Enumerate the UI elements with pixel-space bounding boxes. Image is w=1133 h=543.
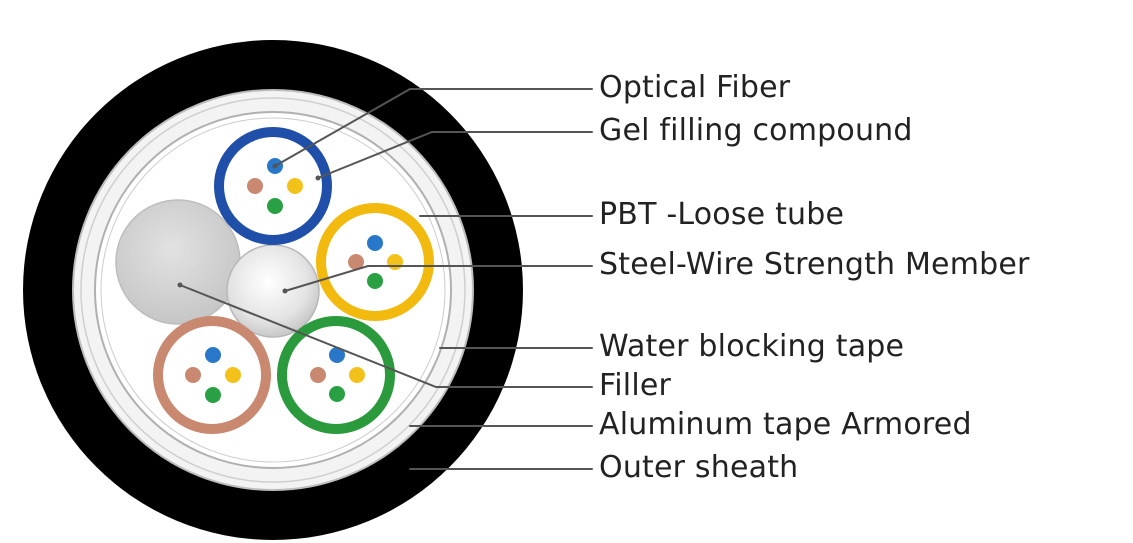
- label-steel-wire-strength-member: Steel-Wire Strength Member: [599, 247, 1030, 282]
- loose-tube-yellow: [316, 203, 434, 321]
- fiber-blue: [205, 347, 221, 363]
- loose-tube-blue: [214, 127, 332, 245]
- label-water-blocking-tape: Water blocking tape: [599, 329, 905, 364]
- fiber-yellow: [287, 178, 303, 194]
- fiber-brown: [310, 367, 326, 383]
- label-filler: Filler: [599, 368, 672, 403]
- label-optical-fiber: Optical Fiber: [599, 70, 791, 105]
- water-blocking-tape-inner-edge: [100, 117, 446, 463]
- label-aluminum-tape-armored: Aluminum tape Armored: [599, 407, 972, 442]
- leader-line-gel-filling-compound: [317, 131, 593, 179]
- fiber-brown: [348, 254, 364, 270]
- loose-tube-brown: [153, 316, 271, 434]
- fiber-green: [329, 386, 345, 402]
- fiber-blue: [367, 235, 383, 251]
- fiber-green: [205, 387, 221, 403]
- fiber-green: [267, 198, 283, 214]
- leader-line-optical-fiber: [274, 88, 593, 167]
- fiber-blue: [329, 347, 345, 363]
- filler-circle: [115, 199, 241, 325]
- leader-line-filler: [179, 284, 593, 388]
- fiber-green: [367, 273, 383, 289]
- loose-tube-green: [277, 316, 395, 434]
- fiber-yellow: [387, 254, 403, 270]
- steel-wire-strength-member: [226, 244, 320, 338]
- leader-line-steel-wire: [284, 265, 593, 292]
- fiber-yellow: [225, 367, 241, 383]
- label-pbt-loose-tube: PBT -Loose tube: [599, 197, 845, 232]
- label-outer-sheath: Outer sheath: [599, 450, 799, 485]
- fiber-yellow: [349, 367, 365, 383]
- fiber-brown: [185, 367, 201, 383]
- aluminum-tape-inner-edge: [80, 97, 466, 483]
- fiber-brown: [247, 178, 263, 194]
- label-gel-filling-compound: Gel filling compound: [599, 113, 913, 148]
